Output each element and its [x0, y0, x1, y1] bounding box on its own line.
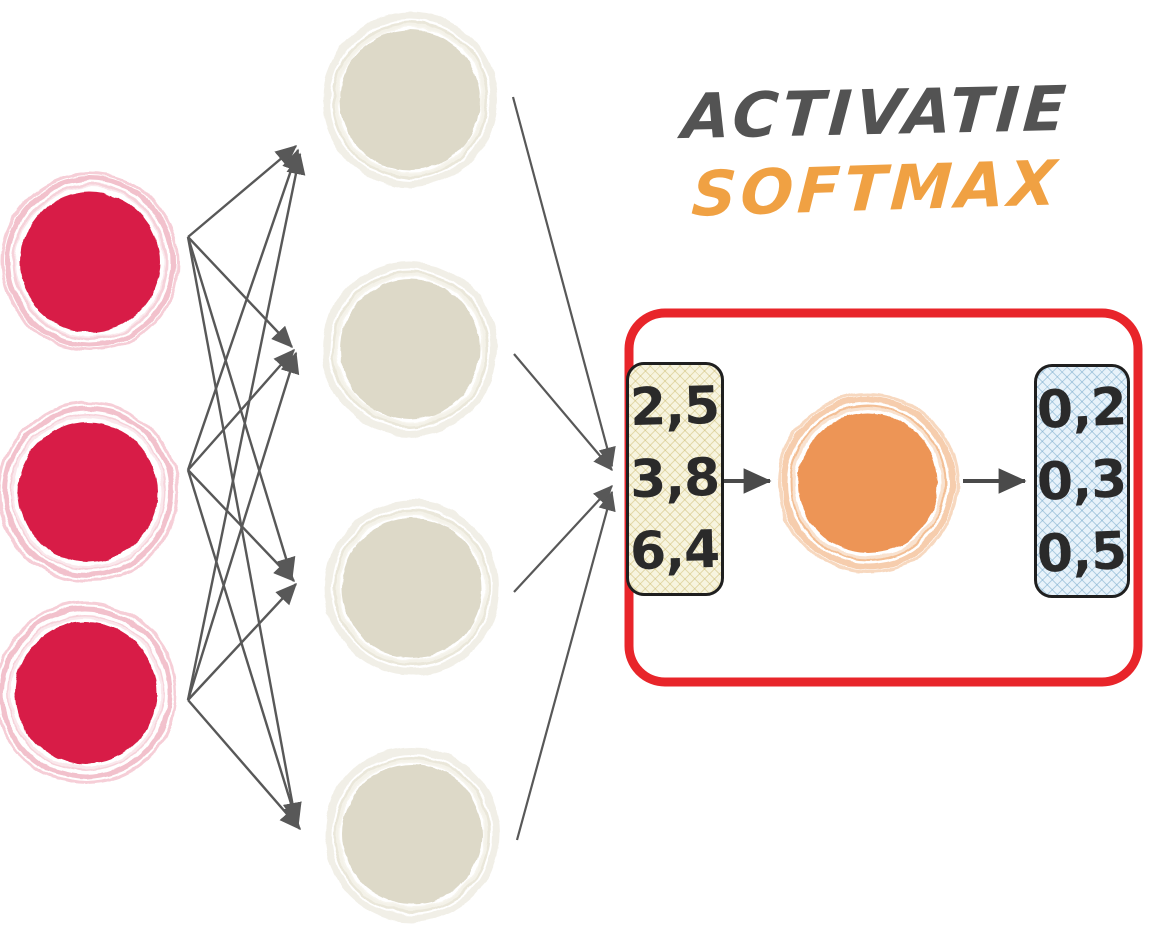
softmax-node [777, 392, 959, 574]
logit-value-1: 2,5 [629, 375, 721, 439]
input-node-1 [0, 172, 180, 352]
logit-value-2: 3,8 [629, 447, 721, 511]
hidden-layer-nodes [322, 12, 500, 922]
input-layer-nodes [0, 172, 180, 785]
probability-value-1: 0,2 [1036, 377, 1128, 441]
input-node-2 [0, 401, 179, 583]
logit-value-3: 6,4 [629, 519, 721, 583]
probabilities-value-box: 0,2 0,3 0,5 [1034, 364, 1130, 598]
connection-lines-hidden-logits [511, 96, 616, 841]
diagram-title: ACTIVATIE SOFTMAX [636, 72, 1116, 231]
connection-lines-input-hidden [186, 145, 306, 831]
title-softmax: SOFTMAX [689, 146, 1063, 231]
hidden-node-2 [322, 261, 498, 437]
hidden-node-3 [324, 500, 500, 676]
title-activatie: ACTIVATIE [680, 71, 1073, 154]
probability-value-2: 0,3 [1036, 449, 1128, 513]
input-node-3 [0, 601, 178, 785]
hidden-node-1 [322, 12, 498, 188]
probability-value-3: 0,5 [1036, 521, 1128, 585]
hidden-node-4 [324, 746, 500, 922]
logits-value-box: 2,5 3,8 6,4 [626, 362, 724, 596]
